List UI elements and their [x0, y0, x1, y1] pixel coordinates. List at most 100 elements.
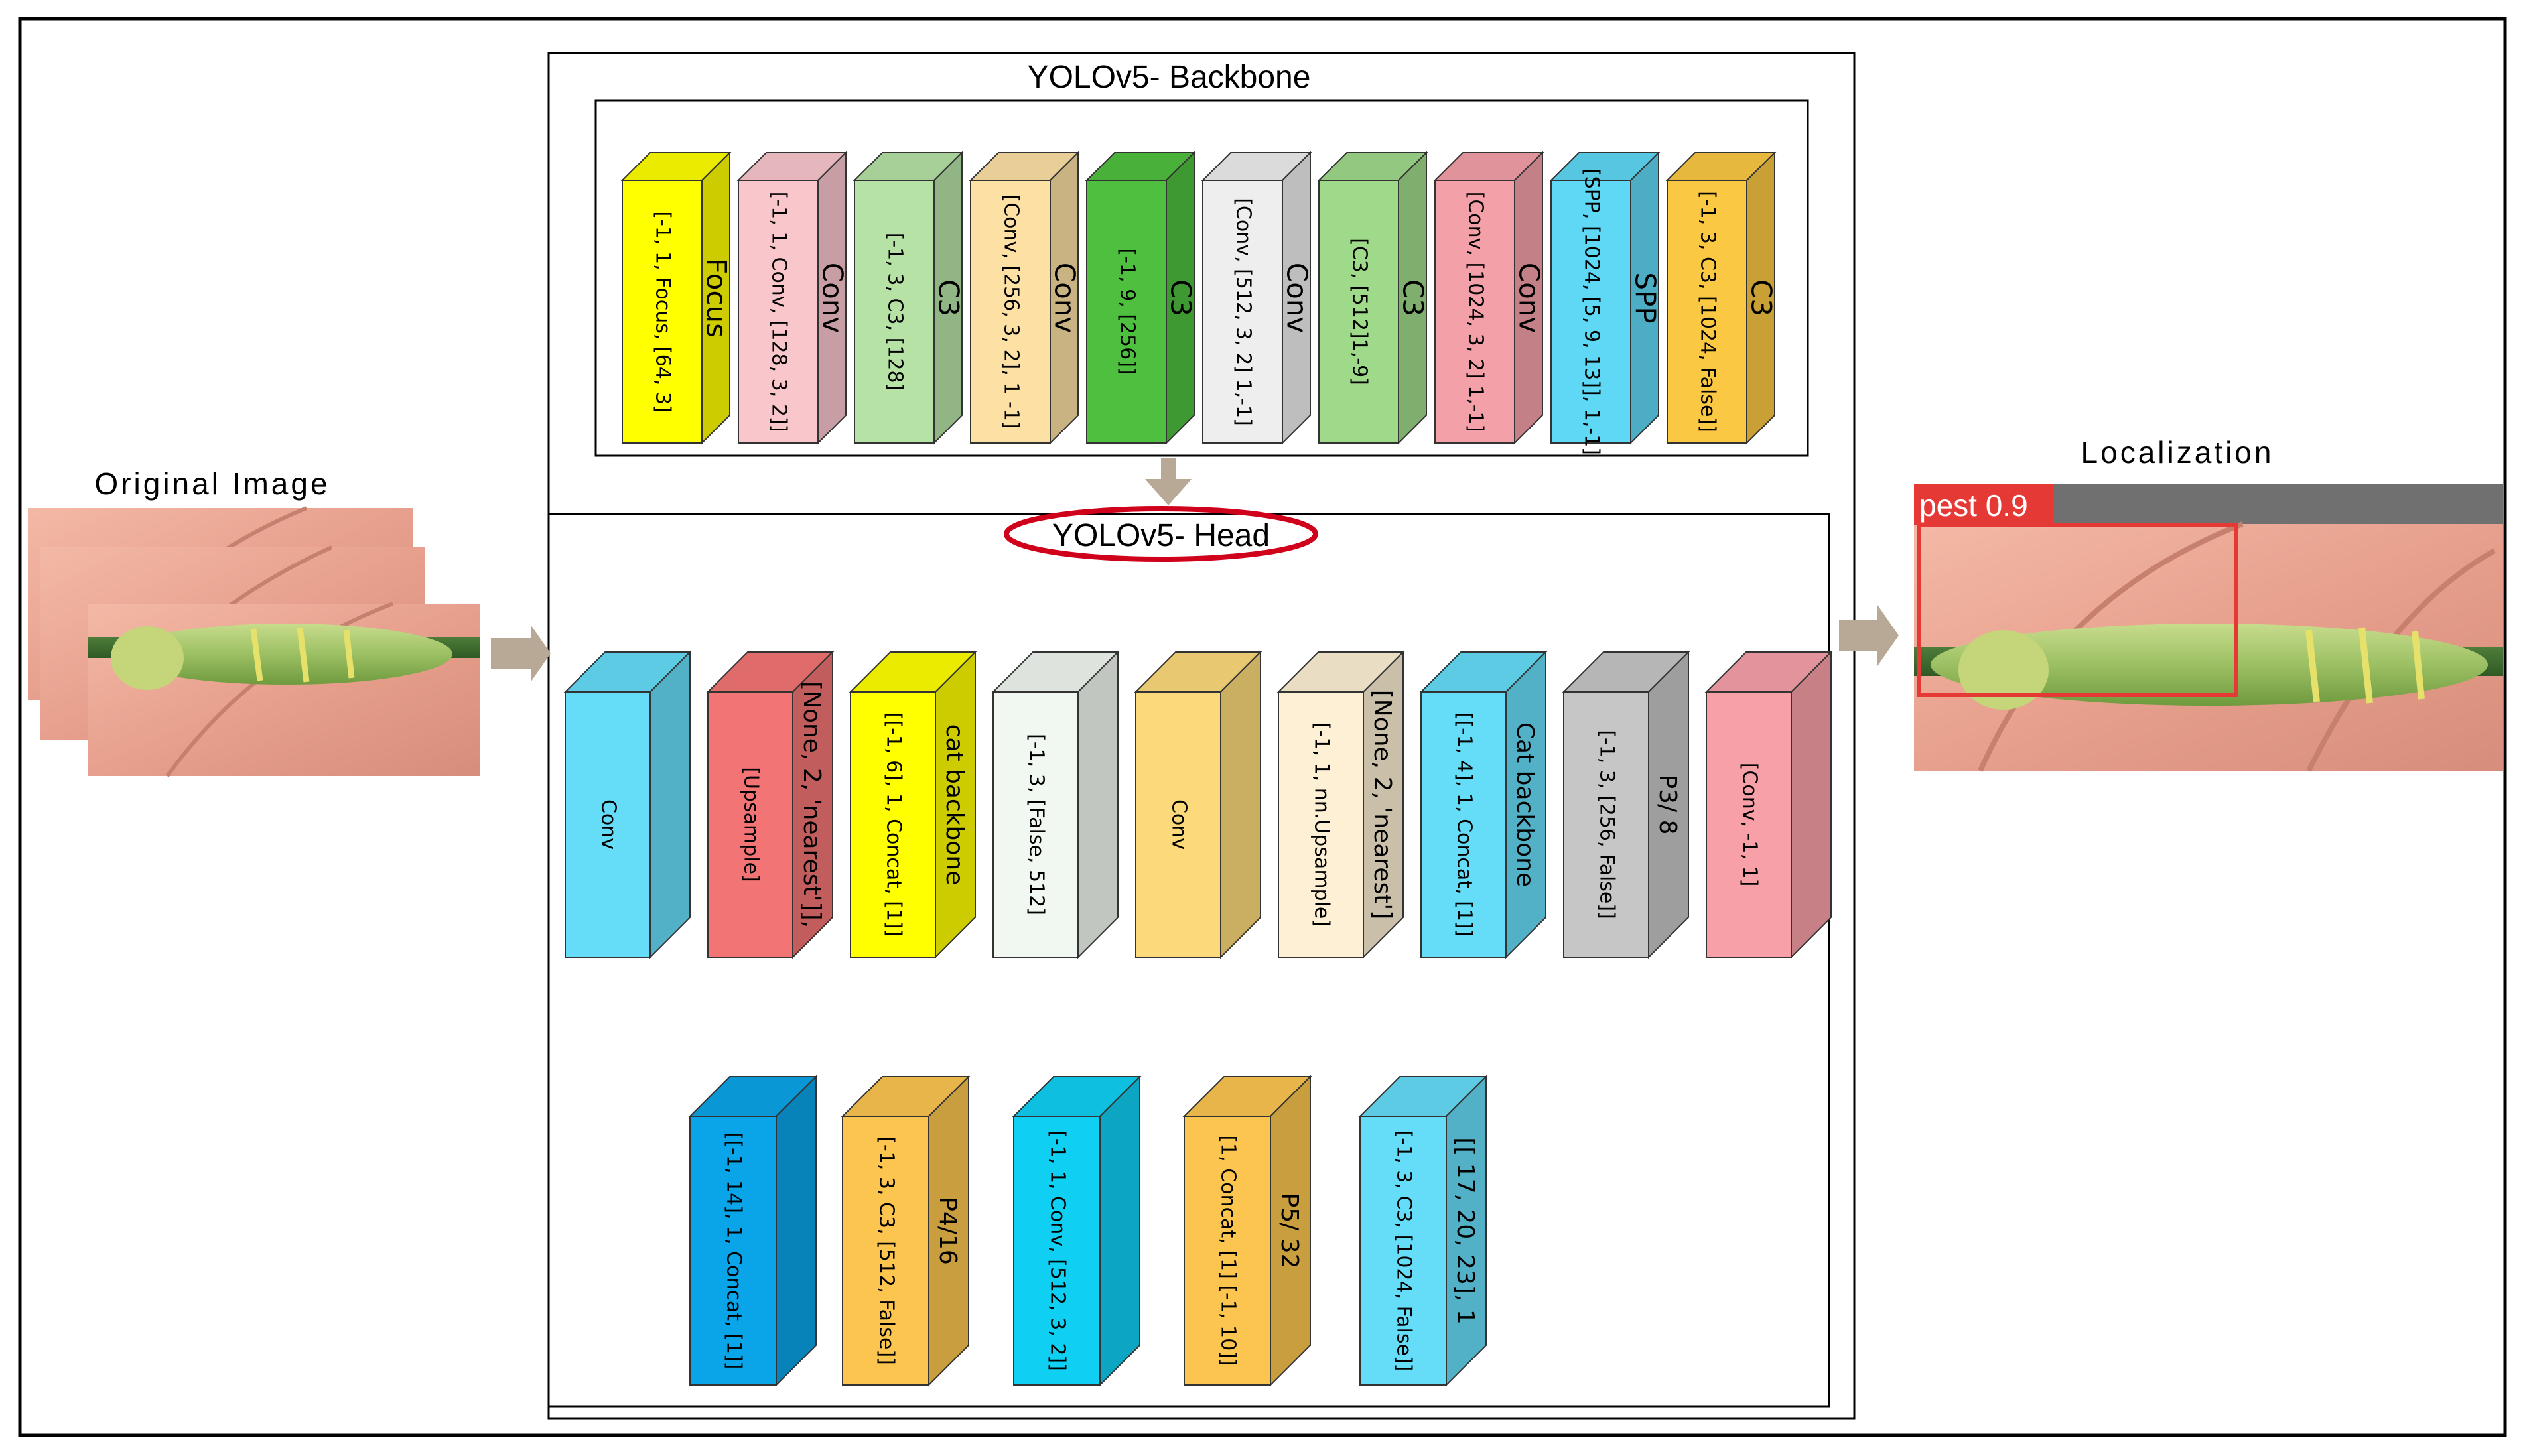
head-row1-blocks: Conv [Upsample] [None, 2, 'nearest']], [[-1… [563, 650, 1833, 959]
block-side-face [649, 650, 691, 959]
block-name: SPP [1629, 272, 1661, 323]
block-name: [None, 2, 'nearest']], [798, 681, 825, 928]
block-front-face [970, 180, 1051, 444]
block-name: C3 [1397, 279, 1429, 316]
block-params: [-1, 3, C3, [1024, False]] [1393, 1130, 1416, 1372]
block-front-face [1278, 691, 1364, 958]
block-params: Conv [1168, 799, 1191, 850]
head-title-oval [1004, 506, 1318, 562]
block-name: Conv [1513, 263, 1545, 334]
layer-block: [1, Concat, [1] [-1, 10]] P5/ 32 [1182, 1075, 1312, 1387]
block-params: [Conv, [1024, 3, 2] 1,-1] [1464, 192, 1487, 432]
head-title: YOLOv5- Head [1052, 518, 1270, 553]
layer-block: [Conv, [1024, 3, 2] 1,-1] Conv [1433, 151, 1545, 445]
layer-block: [Conv, [512, 3, 2] 1,-1] Conv [1201, 151, 1313, 445]
block-params: [[-1, 4], 1, Concat, [1]] [1453, 712, 1476, 937]
block-front-face [1318, 180, 1399, 444]
layer-block: [[-1, 14], 1, Concat, [1]] [688, 1075, 818, 1387]
block-params: [-1, 3, C3, [1024, False]] [1696, 191, 1720, 432]
block-front-face [565, 691, 651, 958]
block-name: C3 [932, 279, 965, 316]
block-params: [-1, 3, C3, [128] [884, 233, 907, 391]
block-front-face [854, 180, 935, 444]
block-params: [-1, 1, Focus, [64, 3] [651, 211, 675, 412]
head-row2-blocks: [[-1, 14], 1, Concat, [1]] [-1, 3, C3, [5… [688, 1075, 1488, 1387]
block-params: [-1, 1, Conv, [512, 3, 2]] [1046, 1130, 1069, 1371]
arrow-input-to-model [491, 625, 551, 682]
block-front-face [992, 691, 1079, 958]
layer-block: [-1, 3, C3, [1024, False]] [[ 17, 20, 23]… [1358, 1075, 1488, 1387]
arrow-backbone-to-head [1145, 458, 1192, 505]
layer-block: [SPP, [1024, [5, 9, 13]], 1,-1] SPP [1549, 151, 1661, 455]
block-params: [Conv, [256, 3, 2], 1 -1] [1000, 194, 1023, 429]
block-params: [C3, [512]1,-9] [1348, 238, 1371, 385]
block-name: C3 [1164, 279, 1197, 316]
block-name: [None, 2, 'nearest'] [1369, 690, 1396, 920]
block-params: [Conv, -1, 1] [1738, 763, 1761, 887]
block-front-face [1706, 691, 1792, 958]
backbone-title: YOLOv5- Backbone [1028, 60, 1311, 95]
block-front-face [1667, 180, 1747, 444]
block-front-face [738, 180, 819, 444]
block-params: [Upsample] [740, 767, 763, 882]
detection-box [1917, 523, 2238, 697]
block-front-face [1434, 180, 1515, 444]
block-params: [Conv, [512, 3, 2] 1,-1] [1232, 198, 1255, 426]
block-front-face [1086, 180, 1167, 444]
block-side-face [1099, 1075, 1140, 1387]
block-params: [-1, 1, Conv, [128, 3, 2]] [768, 192, 791, 432]
block-params: [-1, 3, [False, 512] [1025, 734, 1048, 915]
original-image-label: Original Image [94, 466, 330, 501]
localization-label: Localization [2081, 435, 2274, 470]
block-front-face [1563, 691, 1649, 958]
block-side-face [1220, 650, 1261, 959]
block-params: [-1, 3, [256, False]] [1596, 730, 1619, 919]
block-name: Cat backbone [1511, 722, 1538, 887]
block-side-face [776, 1075, 817, 1387]
block-name: cat backbone [941, 724, 968, 886]
block-params: Conv [597, 799, 620, 850]
block-params: [-1, 9, [256]] [1116, 248, 1139, 375]
block-name: P4/16 [934, 1197, 961, 1265]
layer-block: [Conv, -1, 1] [1704, 650, 1833, 959]
original-image-stack [28, 506, 480, 777]
block-front-face [1420, 691, 1507, 958]
block-front-face [622, 180, 703, 444]
block-front-face [1550, 180, 1631, 444]
block-name: P5/ 32 [1276, 1193, 1303, 1269]
block-params: [1, Concat, [1] [-1, 10]] [1217, 1135, 1240, 1366]
block-front-face [689, 1116, 777, 1386]
block-name: C3 [1745, 279, 1777, 316]
detection-tag: pest 0.9 [1919, 488, 2028, 523]
block-front-face [842, 1116, 929, 1386]
block-params: [-1, 3, C3, [512, False]] [875, 1136, 898, 1365]
layer-block: Conv [1134, 650, 1262, 959]
block-params: [SPP, [1024, [5, 9, 13]], 1,-1] [1580, 168, 1604, 455]
block-name: P3/ 8 [1654, 774, 1681, 834]
block-side-face [1077, 650, 1119, 959]
layer-block: [-1, 1, nn.Upsample] [None, 2, 'nearest'] [1276, 650, 1405, 959]
layer-block: [Upsample] [None, 2, 'nearest']], [706, 650, 835, 959]
block-front-face [850, 691, 936, 958]
block-front-face [1184, 1116, 1271, 1386]
backbone-blocks: [-1, 1, Focus, [64, 3]Focus[-1, 1, Conv,… [620, 151, 1777, 455]
block-name: Focus [700, 258, 732, 338]
block-front-face [1359, 1116, 1447, 1386]
layer-block: [C3, [512]1,-9] C3 [1317, 151, 1429, 445]
block-side-face [1791, 650, 1832, 959]
block-front-face [1135, 691, 1221, 958]
block-name: Conv [1280, 263, 1313, 334]
block-front-face [1013, 1116, 1101, 1386]
layer-block: [-1, 1, Conv, [128, 3, 2]] Conv [736, 151, 849, 445]
block-name: Conv [816, 263, 849, 334]
layer-block: [-1, 3, C3, [1024, False]] C3 [1665, 151, 1777, 445]
layer-block: [-1, 3, [False, 512] [991, 650, 1120, 959]
layer-block: [-1, 1, Conv, [512, 3, 2]] [1012, 1075, 1142, 1387]
layer-block: [Conv, [256, 3, 2], 1 -1]Conv [969, 151, 1081, 445]
block-params: [[-1, 14], 1, Concat, [1]] [722, 1132, 746, 1370]
block-params: [-1, 1, nn.Upsample] [1310, 722, 1333, 927]
layer-block: [-1, 3, C3, [512, False]] P4/16 [841, 1075, 971, 1387]
layer-block: [-1, 3, C3, [128] C3 [853, 151, 965, 445]
block-name: [[ 17, 20, 23], 1 [1452, 1137, 1479, 1325]
